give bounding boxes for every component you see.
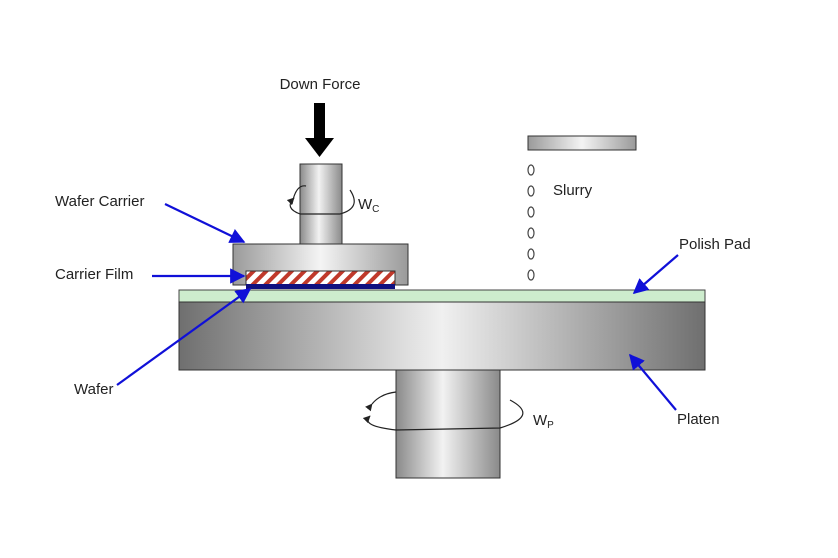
slurry-drop — [527, 269, 535, 281]
polish-pad — [178, 289, 706, 303]
platen-shaft — [395, 369, 501, 479]
wafer-carrier-label: Wafer Carrier — [55, 193, 144, 210]
platen-pointer — [629, 353, 677, 411]
slurry-drops — [527, 164, 535, 281]
platen — [178, 301, 706, 371]
platen-rotation-arrow — [362, 399, 524, 431]
wafer-carrier-pointer — [164, 203, 246, 243]
slurry-label: Slurry — [553, 182, 593, 199]
slurry-drop — [527, 227, 535, 239]
platen-label: Platen — [677, 411, 720, 428]
carrier-film-label: Carrier Film — [55, 266, 133, 283]
slurry-drop — [527, 248, 535, 260]
polish-pad-label: Polish Pad — [679, 236, 751, 253]
slurry-drop — [527, 164, 535, 176]
carrier-film — [245, 270, 396, 286]
carrier-rotation-arrow — [286, 189, 355, 215]
wafer-label: Wafer — [74, 381, 113, 398]
polish-pad-pointer — [632, 254, 679, 295]
platen-rotation-label: WP — [533, 412, 554, 431]
slurry-drop — [527, 206, 535, 218]
carrier-rotation-label: WC — [358, 196, 379, 215]
slurry-dispenser — [527, 135, 637, 151]
wafer-pointer — [116, 288, 252, 386]
down-force-label: Down Force — [280, 76, 361, 93]
wafer — [246, 284, 395, 289]
down-force-arrow — [305, 103, 334, 157]
carrier-spindle — [299, 163, 343, 245]
slurry-drop — [527, 185, 535, 197]
